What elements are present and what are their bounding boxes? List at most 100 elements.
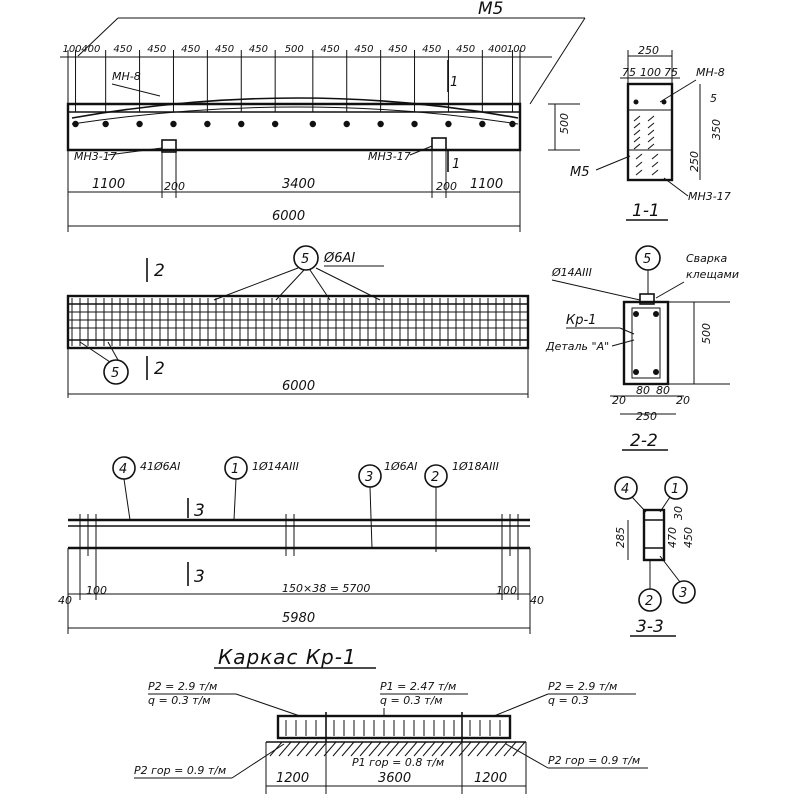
load-left-q: q = 0.3 т/м <box>148 694 211 707</box>
section-2-height-label: 500 <box>700 323 713 344</box>
rebar-beam-outline <box>66 294 530 350</box>
spacing-label: 100 <box>62 44 81 55</box>
hatch-mark <box>651 161 659 168</box>
anchor-dot <box>479 120 486 128</box>
anchor-dot <box>72 120 79 128</box>
top-beam-extension-lines <box>67 50 521 112</box>
m5-label: M5 <box>478 0 503 19</box>
spacing-label: 450 <box>147 44 166 55</box>
rebar-bar-label: Ø6AI <box>323 251 355 266</box>
s1-mn317-leader <box>663 177 689 197</box>
s1-dim-5: 5 <box>710 92 717 105</box>
spacing-label: 450 <box>320 44 339 55</box>
callout-5-top-num: 5 <box>301 252 309 267</box>
section-2-2: 5 Ø14AIII Сварка клещами Кр-1 Деталь "А"… <box>545 245 739 451</box>
s2-dim-20b: 20 <box>676 394 690 407</box>
load-diagram: P2 = 2.9 т/м q = 0.3 т/м P1 = 2.47 т/м q… <box>134 680 648 794</box>
section-3-3: 4 1 2 3 285 30 470 450 3-3 <box>614 476 696 637</box>
section-2-frame <box>631 307 661 379</box>
hatch-mark <box>647 143 655 150</box>
hatch-line <box>413 741 427 757</box>
s1-mn317-tag: МН3-17 <box>688 190 731 203</box>
hatch-line <box>494 741 508 757</box>
s1-sub-75a: 75 <box>622 66 636 79</box>
cage-callout-4-label: 41Ø6AI <box>140 460 180 473</box>
load-dim-3600: 3600 <box>378 771 411 786</box>
mn317-leader-left <box>107 147 163 156</box>
hatch-mark <box>633 115 641 122</box>
callout-5-leader-a <box>213 267 299 301</box>
top-beam-anchor-row <box>72 120 516 128</box>
s1-mn8-tag: МН-8 <box>696 66 725 79</box>
s1-m5-tag: M5 <box>570 165 590 180</box>
section-3-mark-top: 3 <box>194 501 205 521</box>
cage-total-label: 5980 <box>282 611 315 626</box>
hatch-line <box>314 741 328 757</box>
load-left-leader <box>235 693 301 717</box>
section-1-mark-bottom: 1 <box>452 157 460 172</box>
hatch-line <box>422 741 436 757</box>
load-dim-1200a: 1200 <box>276 771 309 786</box>
section-1-mark-top: 1 <box>450 75 458 90</box>
spacing-label: 450 <box>181 44 200 55</box>
load-right-p: P2 = 2.9 т/м <box>548 680 617 693</box>
section-2-mark-top: 2 <box>154 261 165 281</box>
cage-spacing-label: 150×38 = 5700 <box>282 582 370 595</box>
anchor-dot <box>411 120 418 128</box>
s2-dim-80a: 80 <box>636 384 650 397</box>
top-beam-outline <box>66 102 522 152</box>
cage-callout-3-num: 3 <box>365 470 373 485</box>
s3-dim-470: 470 <box>666 527 679 548</box>
hatch-line <box>449 741 463 757</box>
spacing-label: 100 <box>507 44 526 55</box>
section-2-top-plate <box>639 293 655 305</box>
s3-callout-4 <box>614 476 638 500</box>
cage-callout-3-leader <box>369 486 373 549</box>
section-3-outline <box>642 508 666 562</box>
anchor-dot <box>343 120 350 128</box>
s3-callout-3 <box>672 580 696 604</box>
hatch-mark <box>633 136 641 143</box>
hatch-mark <box>647 122 655 129</box>
callout-5b-leader-b <box>107 341 119 361</box>
hatch-line <box>503 741 517 757</box>
top-beam-elevation: M5 МН-8 1 1 МН3-17 МН3-17 500 1100 200 3… <box>60 0 586 232</box>
dim-1100-left: 1100 <box>92 177 125 192</box>
cage-callout-4-leader <box>123 478 131 521</box>
cage-dim-100a: 100 <box>86 584 107 597</box>
top-beam-curved-bar <box>71 97 519 119</box>
section-2-left-label: Ø14AIII <box>551 266 592 279</box>
load-dim-1200b: 1200 <box>474 771 507 786</box>
s1-bar <box>661 99 667 105</box>
s3-callout-3-num: 3 <box>679 586 687 601</box>
cage-callout-3-label: 1Ø6AI <box>384 460 417 473</box>
hatch-mark <box>647 129 655 136</box>
hatch-line <box>485 741 499 757</box>
mn317-tag-right: МН3-17 <box>368 150 411 163</box>
section-2-weld-label-1: Сварка <box>686 252 728 265</box>
hatch-mark <box>651 169 659 176</box>
spacing-label: 450 <box>249 44 268 55</box>
section-2-frame-label: Кр-1 <box>566 313 596 328</box>
hatch-line <box>395 741 409 757</box>
anchor-dot <box>309 120 317 128</box>
plate-left <box>161 139 177 153</box>
hatch-line <box>512 741 526 757</box>
callout-5-top <box>293 245 319 271</box>
s3-callout-4-leader <box>631 496 647 513</box>
hatch-line <box>377 741 391 757</box>
s3-callout-1-num: 1 <box>671 482 679 497</box>
hatch-line <box>359 741 373 757</box>
s2-bar-d <box>653 369 659 375</box>
anchor-dot <box>204 120 211 128</box>
s3-dim-30: 30 <box>672 506 685 520</box>
s3-callout-3-leader <box>659 555 681 583</box>
section-1-title: 1-1 <box>632 201 660 221</box>
hatch-mark <box>651 153 659 160</box>
cage-callout-1-leader <box>233 478 237 521</box>
callout-5b-leader-a <box>79 341 111 363</box>
dim-1100-right: 1100 <box>470 177 503 192</box>
callout-5-bottom <box>103 359 129 385</box>
